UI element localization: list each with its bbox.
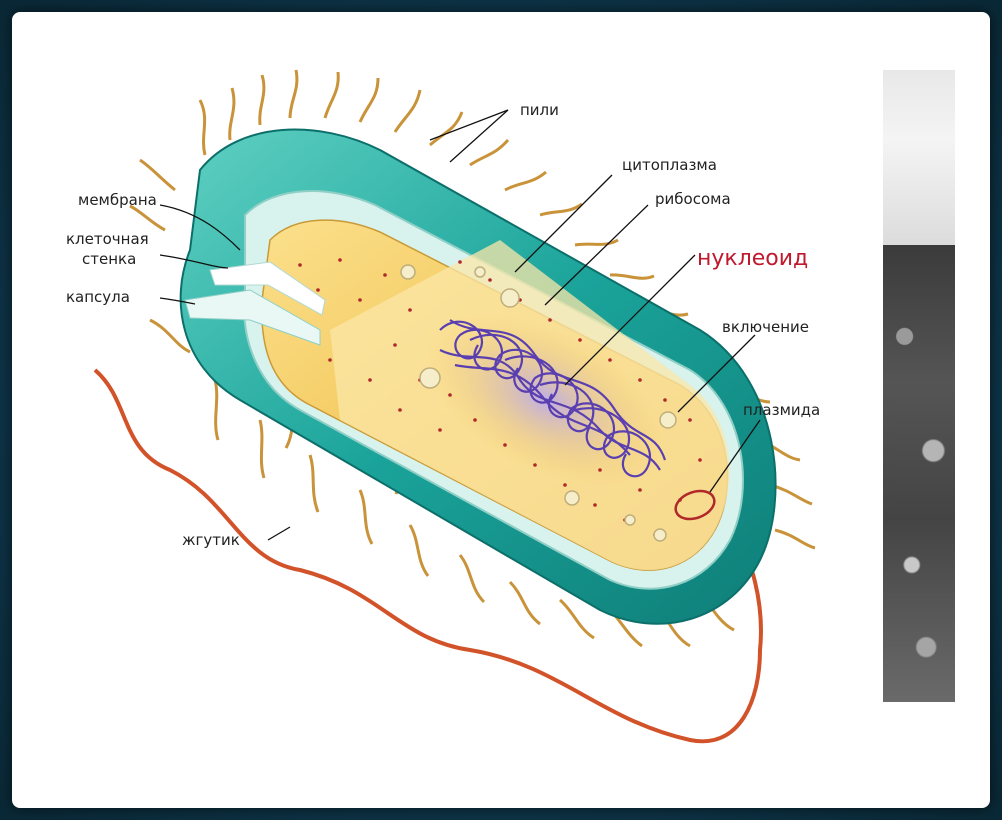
label-capsule: капсула [66,288,130,306]
label-inclusion: включение [722,318,809,336]
label-pili: пили [520,101,559,119]
label-membrane: мембрана [78,191,157,209]
label-flagellum: жгутик [182,531,240,549]
label-cytoplasm: цитоплазма [622,156,717,174]
label-nucleoid: нуклеоид [697,246,808,271]
label-ribosome: рибосома [655,190,731,208]
label-cell-wall-line2: стенка [82,250,136,268]
label-plasmid: плазмида [743,401,820,419]
label-cell-wall-line1: клеточная [66,230,149,248]
